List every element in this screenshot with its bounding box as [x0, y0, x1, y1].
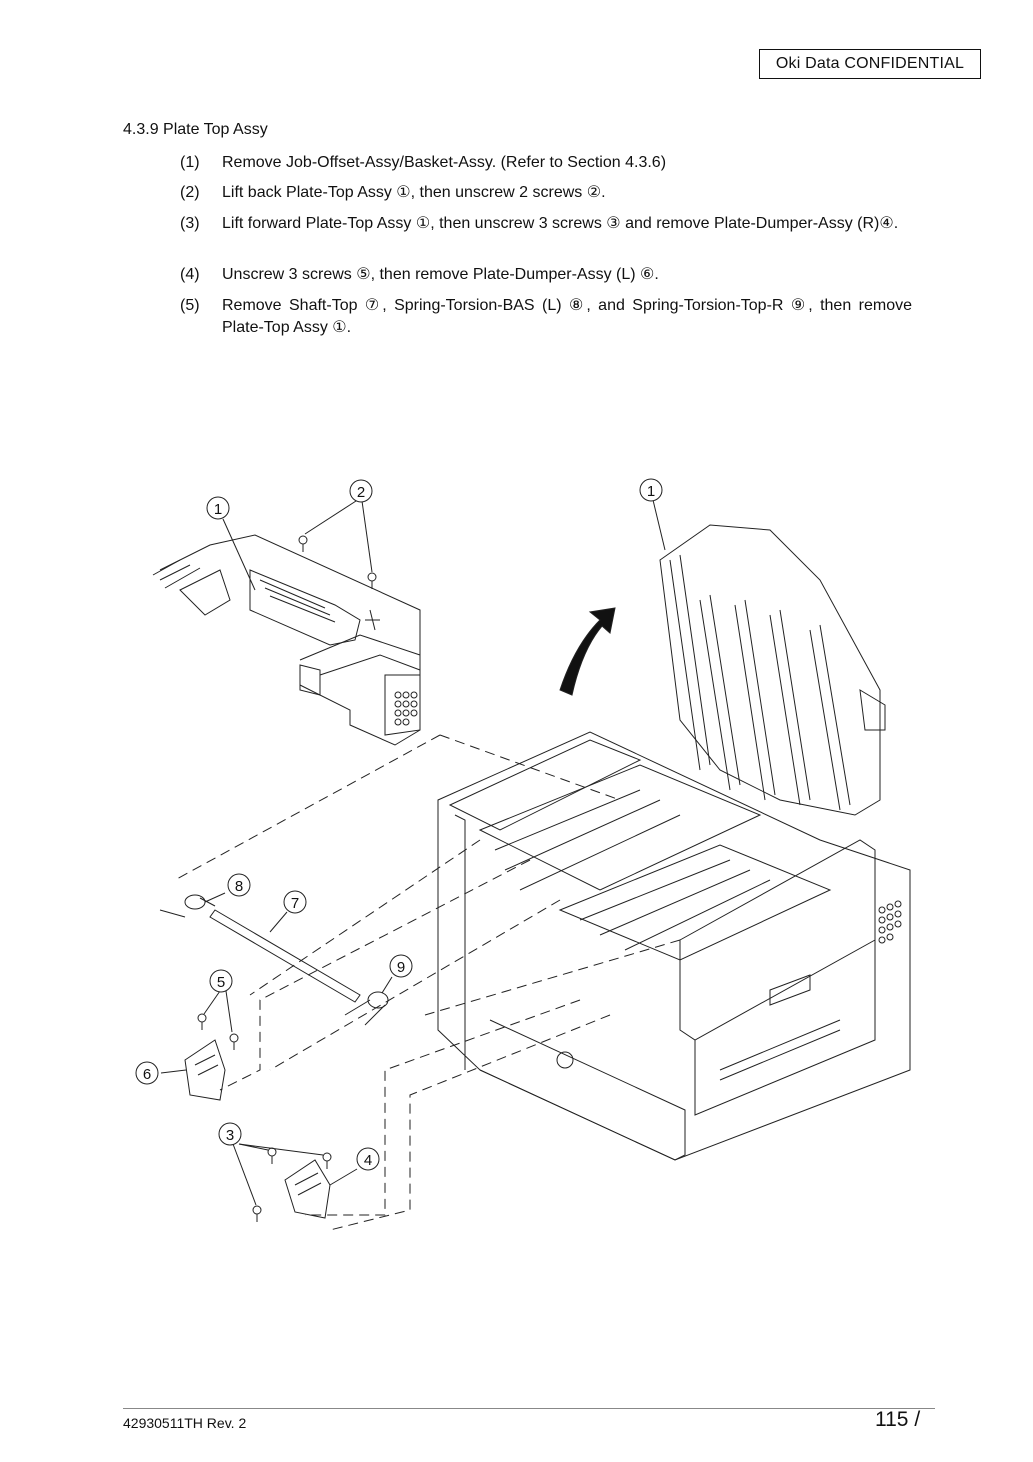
printer-body	[437, 731, 911, 1161]
callout-7: 7	[283, 890, 307, 914]
callout-9: 9	[389, 954, 413, 978]
section-title: 4.3.9 Plate Top Assy	[123, 121, 268, 138]
callout-label: 5	[217, 974, 225, 991]
footer-divider	[123, 1408, 935, 1409]
exploded-view-figure: 1 2 1 8 7 5 9 6	[120, 470, 920, 1265]
callout-1b: 1	[639, 478, 663, 502]
callout-4: 4	[356, 1147, 380, 1171]
callout-label: 1	[647, 483, 655, 500]
step-number: (1)	[180, 154, 200, 171]
step-number: (3)	[180, 215, 200, 232]
callout-3: 3	[218, 1122, 242, 1146]
spring-torsion-bas-icon	[159, 894, 216, 918]
callout-label: 2	[357, 484, 365, 501]
screw-icon	[197, 1013, 207, 1030]
step-number: (4)	[180, 266, 200, 283]
screw-icon	[298, 535, 308, 552]
exploded-view-drawing: 1 2 1 8 7 5 9 6	[135, 478, 911, 1231]
callout-label: 1	[214, 501, 222, 518]
screw-icon	[267, 1147, 277, 1164]
step-number: (5)	[180, 297, 200, 314]
callout-5: 5	[209, 969, 233, 993]
callout-label: 3	[226, 1127, 234, 1144]
step-number: (2)	[180, 184, 200, 201]
callout-label: 7	[291, 895, 299, 912]
step-text: Lift back Plate-Top Assy ①, then unscrew…	[222, 184, 606, 201]
callout-8: 8	[227, 873, 251, 897]
explode-leader-lines	[174, 734, 681, 1231]
callout-6: 6	[135, 1061, 159, 1085]
screw-icon	[252, 1205, 262, 1222]
step-text: Unscrew 3 screws ⑤, then remove Plate-Du…	[222, 266, 659, 283]
callout-pointers	[160, 499, 666, 1206]
step-text: Remove Shaft-Top ⑦, Spring-Torsion-BAS (…	[222, 297, 912, 336]
lift-arrow-icon	[559, 607, 616, 696]
screw-icon	[322, 1152, 332, 1169]
shaft-top-icon	[209, 909, 361, 1003]
document-id: 42930511TH Rev. 2	[123, 1415, 247, 1431]
screw-icon	[367, 572, 377, 589]
plate-dumper-assy-l-icon	[184, 1039, 226, 1101]
callout-2: 2	[349, 479, 373, 503]
plate-dumper-assy-r-icon	[284, 1159, 331, 1219]
callout-label: 9	[397, 959, 405, 976]
step-text: Remove Job-Offset-Assy/Basket-Assy. (Ref…	[222, 154, 667, 171]
confidential-label: Oki Data CONFIDENTIAL	[759, 49, 981, 79]
screw-icon	[229, 1033, 239, 1050]
inset-back-view	[152, 534, 421, 746]
callout-label: 6	[143, 1066, 151, 1083]
page-number: 115 /	[875, 1408, 921, 1431]
inset-hole-pattern	[394, 691, 418, 726]
callout-label: 4	[364, 1152, 372, 1169]
callout-1a: 1	[206, 496, 230, 520]
callout-label: 8	[235, 878, 243, 895]
plate-top-assy-raised	[659, 524, 886, 816]
spring-torsion-top-r-icon	[344, 991, 389, 1026]
step-text: Lift forward Plate-Top Assy ①, then unsc…	[222, 215, 899, 232]
